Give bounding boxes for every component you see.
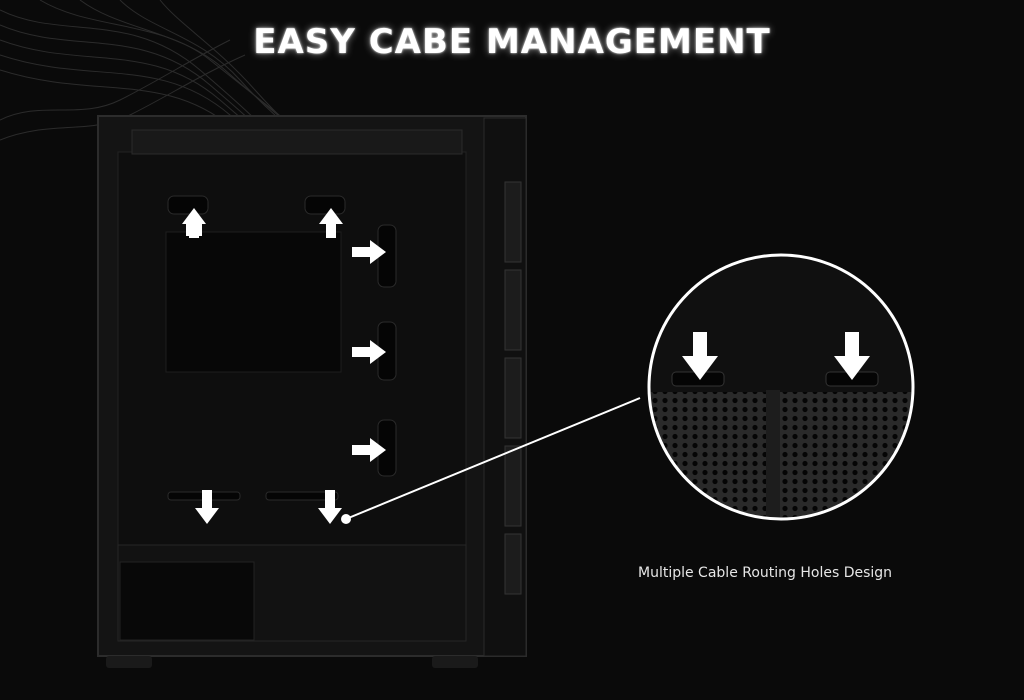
arrow-down-icon <box>195 508 219 524</box>
top-mesh <box>131 129 463 155</box>
arrow-down-icon <box>834 356 870 380</box>
zoom-circle-border <box>647 253 915 521</box>
cpu-cutout <box>165 231 342 373</box>
case-arrows <box>182 208 386 524</box>
arrow-right-icon <box>370 438 386 462</box>
callout-line <box>345 397 641 520</box>
case-foot-left <box>106 656 152 668</box>
psu-window <box>119 561 255 641</box>
arrow-down-icon <box>682 356 718 380</box>
arrow-right-icon <box>370 340 386 364</box>
case-foot-right <box>432 656 478 668</box>
caption: Multiple Cable Routing Holes Design <box>638 565 893 581</box>
front-mesh-vents <box>504 181 522 595</box>
arrow-right-icon <box>370 240 386 264</box>
arrow-up-icon <box>182 208 206 224</box>
headline: EASY CABE MANAGEMENT <box>253 22 771 62</box>
arrow-down-icon <box>318 508 342 524</box>
arrow-up-icon <box>319 208 343 224</box>
cable-grommets <box>167 195 397 501</box>
